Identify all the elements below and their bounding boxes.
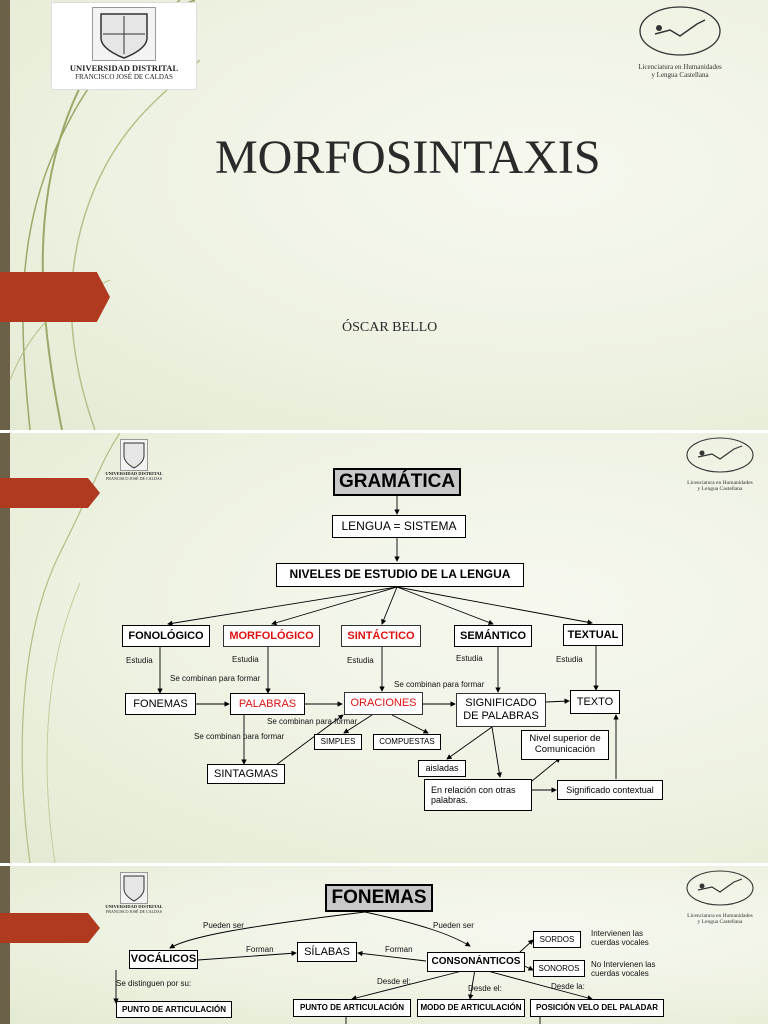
university-subname: FRANCISCO JOSÉ DE CALDAS bbox=[106, 909, 162, 914]
slide-separator bbox=[0, 430, 768, 433]
label-pueden-ser-left: Pueden ser bbox=[203, 921, 244, 930]
node-niveles: NIVELES DE ESTUDIO DE LA LENGUA bbox=[276, 563, 524, 587]
program-line2: y Lengua Castellana bbox=[697, 486, 743, 492]
label-forman-left: Forman bbox=[246, 945, 274, 954]
program-logo: Licenciatura en Humanidades y Lengua Cas… bbox=[672, 868, 768, 925]
node-fonemas: FONEMAS bbox=[125, 693, 196, 715]
node-sonoros: SONOROS bbox=[533, 960, 585, 977]
left-band bbox=[0, 433, 10, 863]
crest-icon bbox=[120, 439, 148, 471]
red-tab bbox=[0, 913, 100, 943]
left-band bbox=[0, 866, 10, 1024]
node-textual: TEXTUAL bbox=[563, 624, 623, 646]
node-contextual: Significado contextual bbox=[557, 780, 663, 800]
node-fonologico: FONOLÓGICO bbox=[122, 625, 210, 647]
slide-title-text: MORFOSINTAXIS bbox=[215, 131, 601, 184]
node-palabras: PALABRAS bbox=[230, 693, 305, 715]
node-aisladas: aisladas bbox=[418, 760, 466, 777]
slide-phonemes-map: UNIVERSIDAD DISTRITAL FRANCISCO JOSÉ DE … bbox=[0, 866, 768, 1024]
node-silabas: SÍLABAS bbox=[297, 942, 357, 962]
label-se-combinan-4: Se combinan para formar bbox=[194, 732, 285, 741]
label-se-combinan-2: Se combinan para formar bbox=[394, 680, 485, 689]
label-se-distinguen: Se distinguen por su: bbox=[116, 979, 192, 988]
node-texto: TEXTO bbox=[570, 690, 620, 714]
label-estudia-3: Estudia bbox=[347, 656, 374, 665]
node-lengua-sistema: LENGUA = SISTEMA bbox=[332, 515, 466, 538]
label-desde-la: Desde la: bbox=[551, 982, 585, 991]
node-modo-articulacion: MODO DE ARTICULACIÓN bbox=[417, 999, 525, 1017]
program-line2: y Lengua Castellana bbox=[697, 919, 743, 925]
program-line1: Licenciatura en Humanidades bbox=[687, 480, 753, 486]
red-tab bbox=[0, 478, 100, 508]
node-vocalicos: VOCÁLICOS bbox=[129, 950, 198, 969]
author-name: ÓSCAR BELLO bbox=[342, 320, 438, 335]
program-logo: Licenciatura en Humanidades y Lengua Cas… bbox=[672, 435, 768, 492]
university-subname: FRANCISCO JOSÉ DE CALDAS bbox=[106, 476, 162, 481]
node-sordos: SORDOS bbox=[533, 931, 581, 948]
slide-separator bbox=[0, 863, 768, 866]
node-semantico: SEMÁNTICO bbox=[454, 625, 532, 647]
node-sintagmas: SINTAGMAS bbox=[207, 764, 285, 784]
university-name: UNIVERSIDAD DISTRITAL bbox=[105, 471, 163, 476]
connector-lines bbox=[157, 496, 619, 793]
crest-icon bbox=[92, 7, 156, 61]
university-subname: FRANCISCO JOSÉ DE CALDAS bbox=[75, 73, 173, 81]
node-compuestas: COMPUESTAS bbox=[373, 734, 441, 750]
label-se-combinan-3: Se combinan para formar bbox=[267, 717, 358, 726]
slide-title: UNIVERSIDAD DISTRITAL FRANCISCO JOSÉ DE … bbox=[0, 0, 768, 430]
node-sintactico: SINTÁCTICO bbox=[341, 625, 421, 647]
program-line2: y Lengua Castellana bbox=[651, 71, 709, 79]
decorative-swirl bbox=[21, 433, 120, 863]
label-pueden-ser-right: Pueden ser bbox=[433, 921, 474, 930]
label-estudia-4: Estudia bbox=[456, 654, 483, 663]
program-emblem-icon bbox=[686, 437, 754, 473]
university-logo: UNIVERSIDAD DISTRITAL FRANCISCO JOSÉ DE … bbox=[51, 2, 197, 90]
label-desde-el-2: Desde el: bbox=[468, 984, 502, 993]
slide-grammar-map: UNIVERSIDAD DISTRITAL FRANCISCO JOSÉ DE … bbox=[0, 433, 768, 863]
node-nivel-superior: Nivel superior de Comunicación bbox=[521, 730, 609, 760]
label-forman-right: Forman bbox=[385, 945, 413, 954]
university-logo: UNIVERSIDAD DISTRITAL FRANCISCO JOSÉ DE … bbox=[100, 435, 168, 485]
program-line1: Licenciatura en Humanidades bbox=[638, 63, 722, 71]
label-estudia-5: Estudia bbox=[556, 655, 583, 664]
node-oraciones: ORACIONES bbox=[344, 692, 423, 715]
node-morfologico: MORFOLÓGICO bbox=[223, 625, 320, 647]
program-emblem-icon bbox=[639, 6, 721, 56]
program-logo: Licenciatura en Humanidades y Lengua Cas… bbox=[610, 4, 750, 79]
label-intervienen: Intervienen las cuerdas vocales bbox=[591, 929, 649, 947]
program-line1: Licenciatura en Humanidades bbox=[687, 913, 753, 919]
node-simples: SIMPLES bbox=[314, 734, 362, 750]
label-se-combinan-1: Se combinan para formar bbox=[170, 674, 261, 683]
university-name: UNIVERSIDAD DISTRITAL bbox=[105, 904, 163, 909]
left-band bbox=[0, 0, 10, 430]
node-significado: SIGNIFICADO DE PALABRAS bbox=[456, 693, 546, 727]
node-punto-articulacion-left: PUNTO DE ARTICULACIÓN bbox=[116, 1001, 232, 1018]
node-consonanticos: CONSONÁNTICOS bbox=[427, 952, 525, 972]
label-desde-el-1: Desde el: bbox=[377, 977, 411, 986]
university-name: UNIVERSIDAD DISTRITAL bbox=[69, 63, 179, 73]
red-tab bbox=[0, 272, 110, 322]
connector-lines bbox=[113, 911, 593, 1024]
node-gramatica: GRAMÁTICA bbox=[333, 468, 461, 496]
node-punto-articulacion: PUNTO DE ARTICULACIÓN bbox=[293, 999, 411, 1017]
label-no-intervienen: No Intervienen las cuerdas vocales bbox=[591, 960, 656, 978]
node-posicion-velo: POSICIÓN VELO DEL PALADAR bbox=[530, 999, 664, 1017]
crest-icon bbox=[120, 872, 148, 904]
program-emblem-icon bbox=[686, 870, 754, 906]
university-logo: UNIVERSIDAD DISTRITAL FRANCISCO JOSÉ DE … bbox=[100, 868, 168, 918]
label-estudia-1: Estudia bbox=[126, 656, 153, 665]
label-estudia-2: Estudia bbox=[232, 655, 259, 664]
node-fonemas: FONEMAS bbox=[325, 884, 433, 912]
node-relacion: En relación con otras palabras. bbox=[424, 779, 532, 811]
